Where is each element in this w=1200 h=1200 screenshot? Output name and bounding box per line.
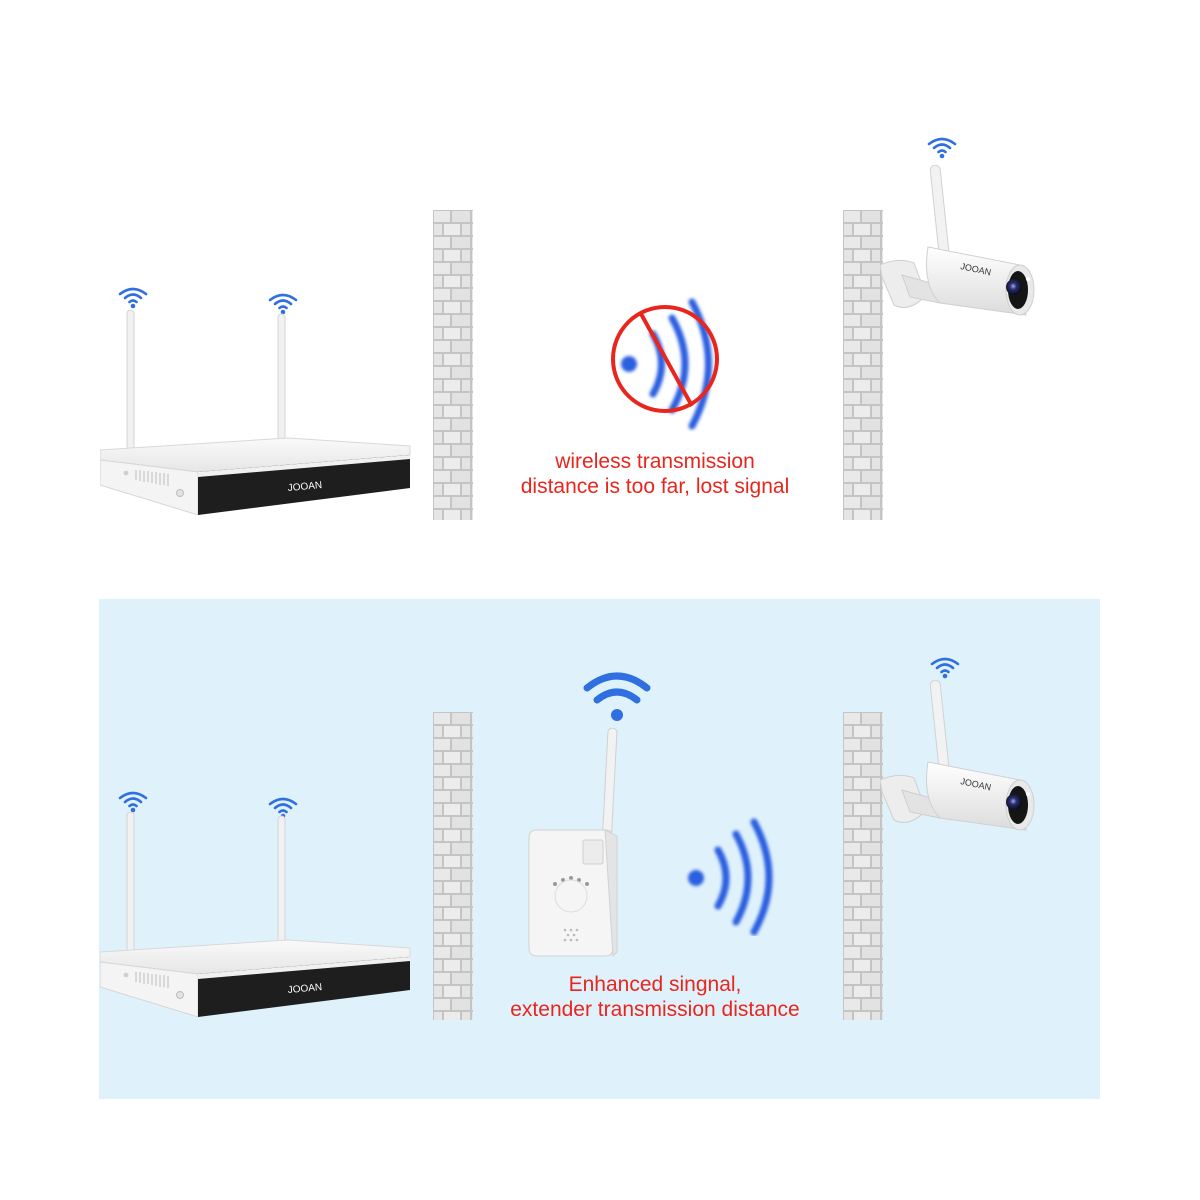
brick-wall-right [843, 210, 883, 520]
wifi-icon [930, 657, 960, 680]
top-caption-line-2: distance is too far, lost signal [520, 475, 790, 498]
brick-wall-right [843, 712, 883, 1020]
wifi-icon [583, 672, 651, 721]
camera-image [880, 680, 1035, 831]
nvr-recorder-image [100, 812, 411, 1018]
top-scene: wireless transmission distance is too fa… [100, 137, 1035, 520]
brick-wall-left [433, 712, 473, 1020]
top-caption-line-1: wireless transmission [555, 450, 755, 473]
bottom-caption: Enhanced singnal, extender transmission … [470, 972, 840, 1022]
bottom-caption-line-2: extender transmission distance [510, 998, 800, 1021]
signal-waves-icon [688, 818, 773, 936]
top-caption: wireless transmission distance is too fa… [480, 449, 830, 499]
no-signal-icon [611, 298, 719, 430]
bottom-caption-line-1: Enhanced singnal, [568, 973, 742, 996]
wifi-extender-image [528, 728, 618, 958]
brick-wall-left [433, 210, 473, 520]
